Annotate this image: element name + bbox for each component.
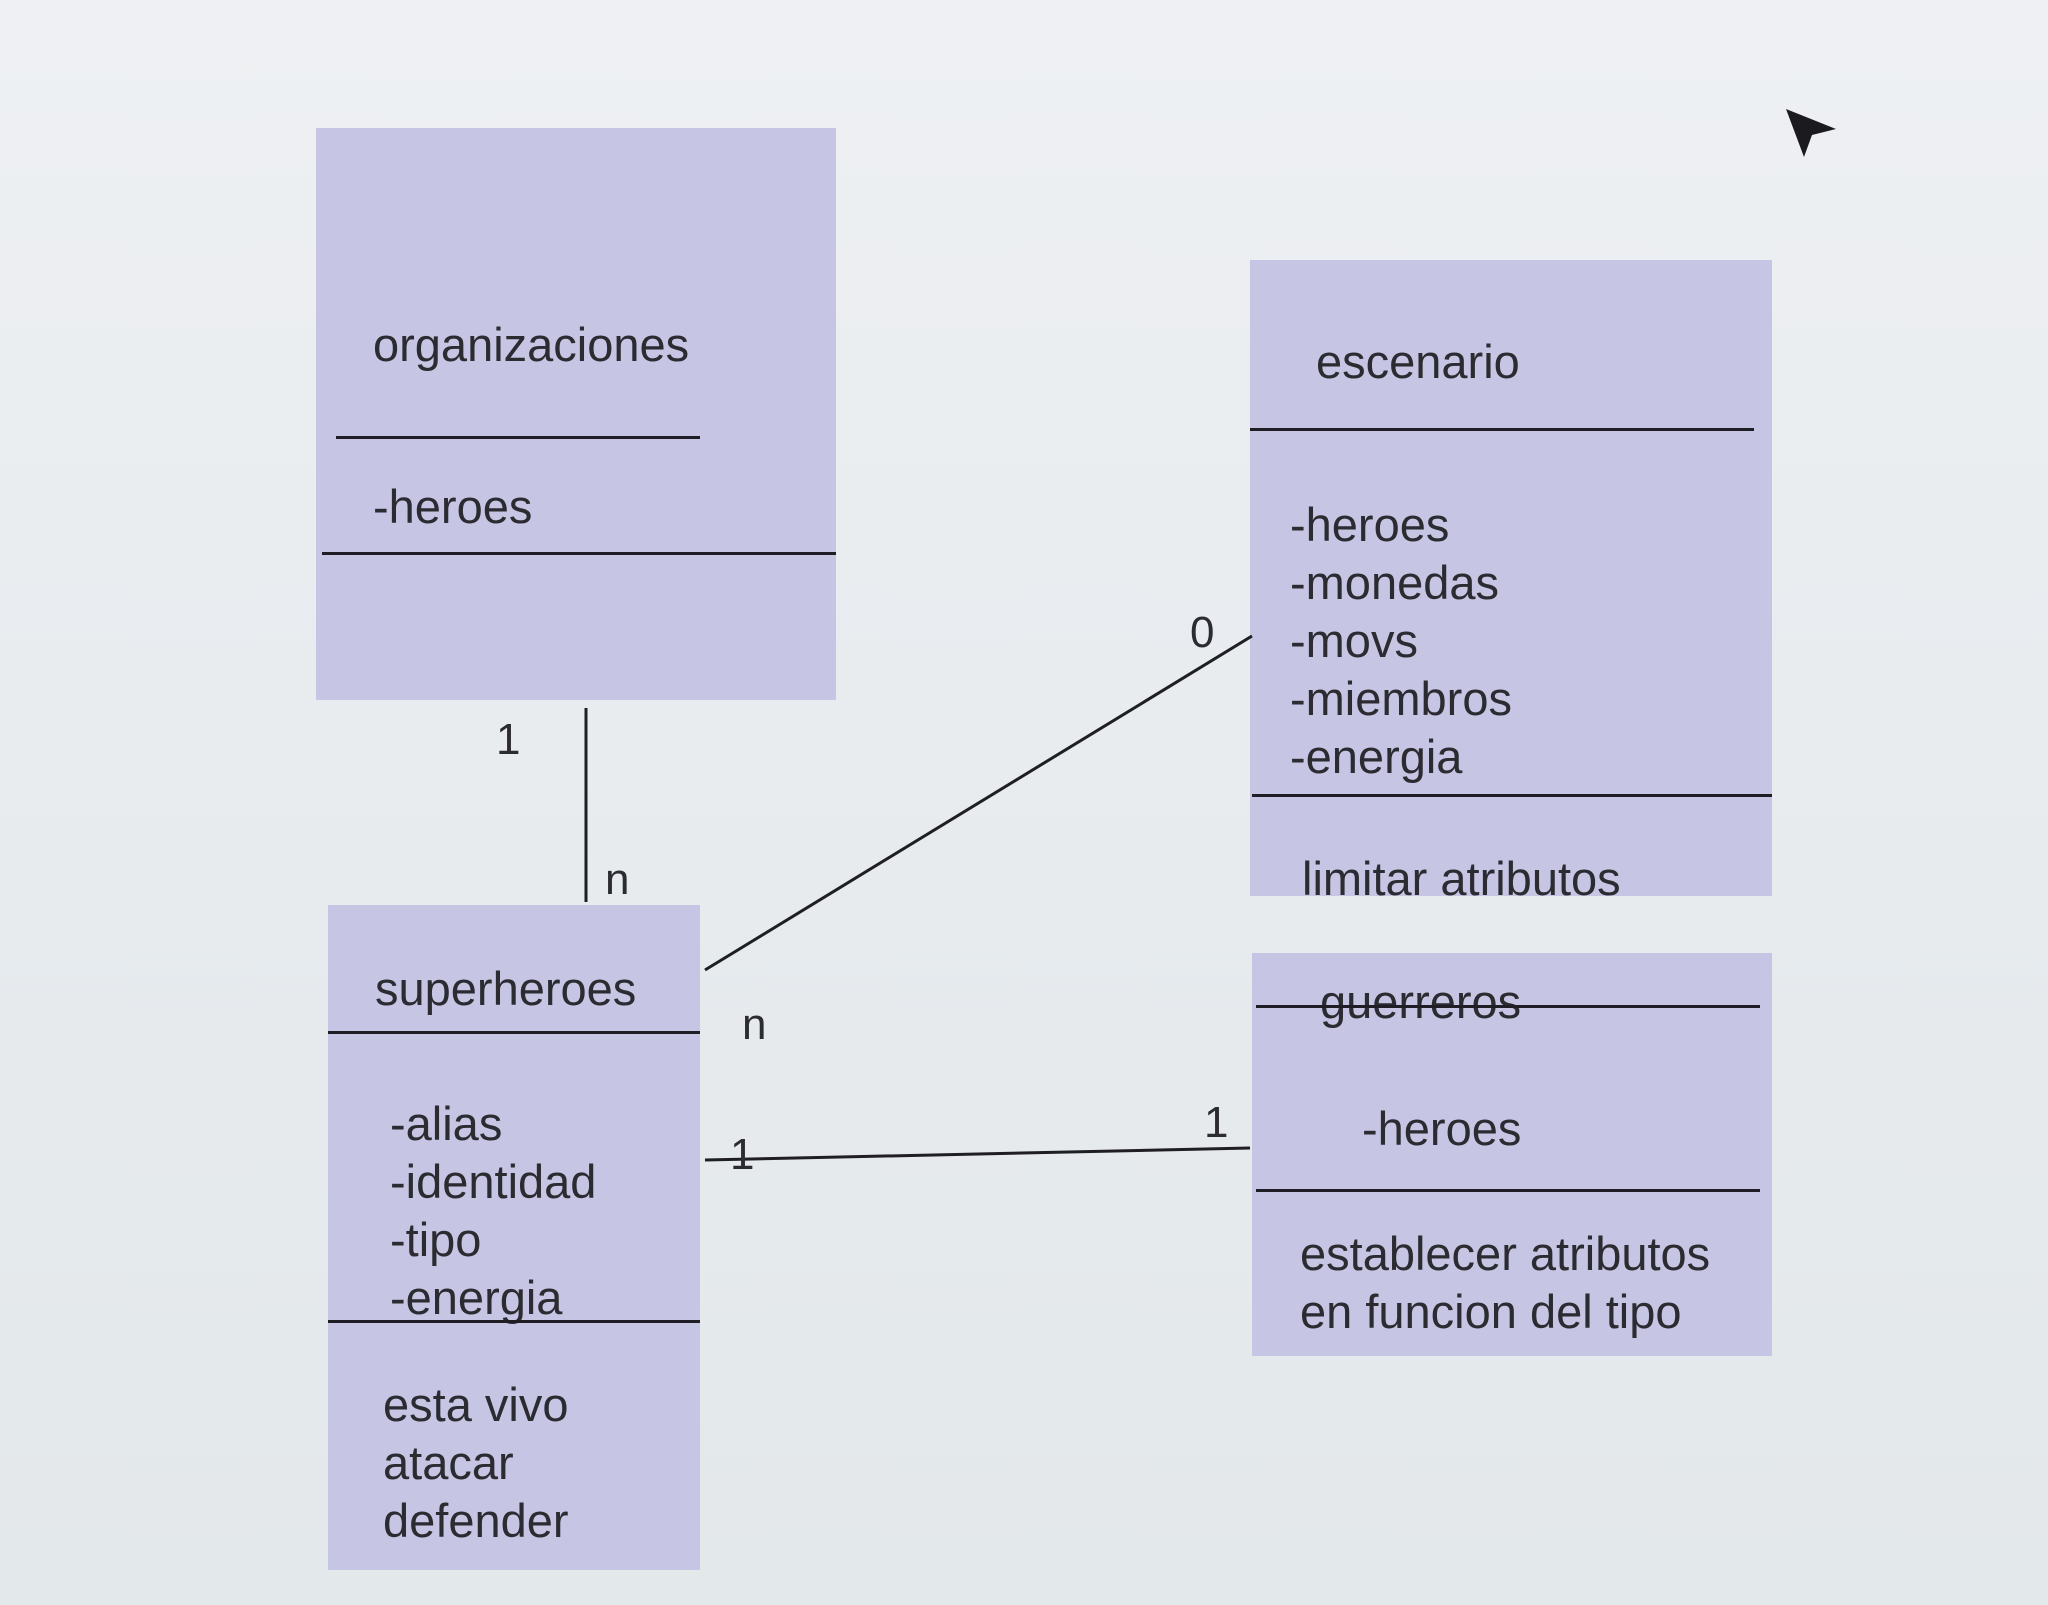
attribute-tipo: -tipo [390, 1213, 482, 1266]
attribute-monedas: -monedas [1290, 556, 1499, 609]
method-esta-vivo: esta vivo [383, 1378, 569, 1431]
attribute-heroes: -heroes [1290, 498, 1450, 551]
class-organizaciones: organizaciones -heroes [316, 128, 836, 700]
attributes-divider [1252, 794, 1772, 797]
attribute-miembros: -miembros [1290, 672, 1512, 725]
class-superheroes: superheroes -alias -identidad -tipo -ene… [328, 905, 700, 1570]
method-limitar-atributos: limitar atributos [1302, 852, 1621, 905]
attribute-alias: -alias [390, 1097, 503, 1150]
attribute-identidad: -identidad [390, 1155, 597, 1208]
method-establecer-atributos: establecer atributos [1300, 1227, 1711, 1280]
association-super-escenario [704, 634, 1253, 972]
attributes-divider [322, 552, 836, 555]
name-divider [328, 1031, 700, 1034]
multiplicity-guerreros-1: 1 [1204, 1098, 1229, 1147]
method-atacar: atacar [383, 1436, 514, 1489]
attribute-movs: -movs [1290, 614, 1418, 667]
attribute-energia: -energia [1290, 730, 1463, 783]
multiplicity-super-1: 1 [730, 1130, 755, 1179]
method-en-funcion-del-tipo: en funcion del tipo [1300, 1285, 1682, 1338]
class-name-organizaciones: organizaciones [373, 318, 690, 371]
attributes-divider [1256, 1189, 1760, 1192]
association-super-guerreros [704, 1146, 1251, 1162]
multiplicity-super-n: n [605, 855, 630, 904]
name-divider [1250, 428, 1754, 431]
multiplicity-escenario-0: 0 [1190, 608, 1215, 657]
class-guerreros: guerreros -heroes establecer atributos e… [1252, 953, 1772, 1356]
class-name-superheroes: superheroes [375, 962, 637, 1015]
multiplicity-org-1: 1 [496, 715, 521, 764]
name-divider [336, 436, 700, 439]
class-name-guerreros: guerreros [1320, 975, 1522, 1028]
mouse-cursor-icon [1786, 109, 1836, 157]
method-defender: defender [383, 1494, 569, 1547]
attribute-heroes: -heroes [373, 480, 533, 533]
name-divider [1256, 1005, 1760, 1008]
class-name-escenario: escenario [1316, 335, 1520, 388]
attributes-divider [328, 1320, 700, 1323]
multiplicity-super-n-escenario: n [742, 1000, 767, 1049]
attribute-energia: -energia [390, 1271, 563, 1324]
attribute-heroes: -heroes [1362, 1102, 1522, 1155]
class-escenario: escenario -heroes -monedas -movs -miembr… [1250, 260, 1772, 905]
